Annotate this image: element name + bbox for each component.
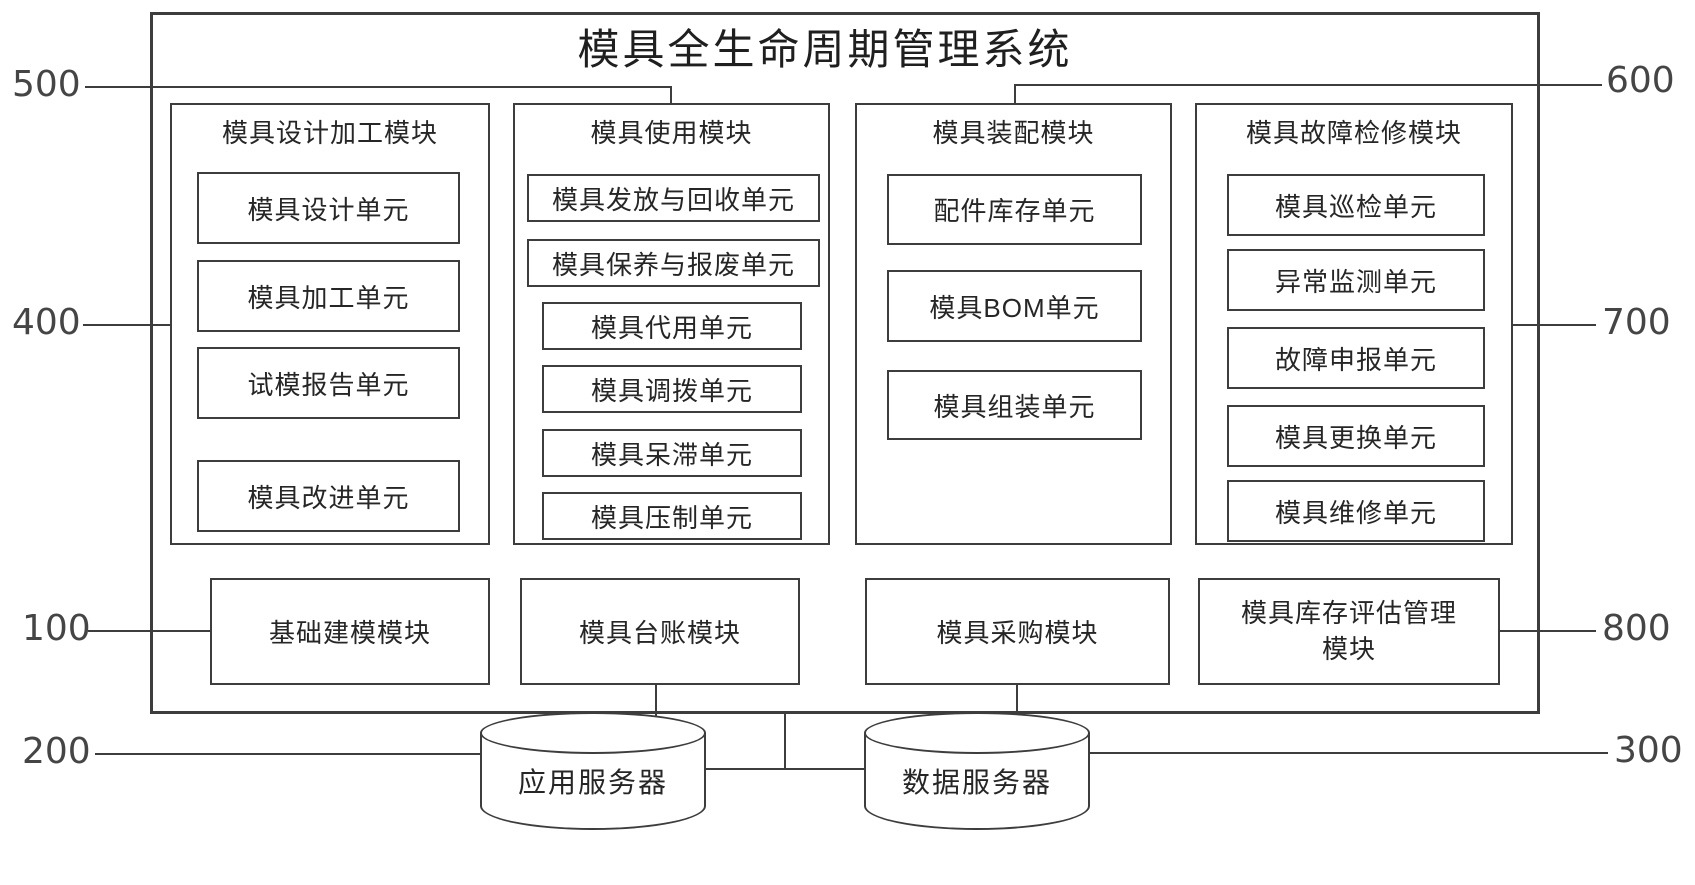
- bottom-module-procurement: 模具采购模块: [865, 578, 1170, 685]
- bottom-module-ledger: 模具台账模块: [520, 578, 800, 685]
- leader-line-800: [1498, 630, 1596, 632]
- diagram-title: 模具全生命周期管理系统: [577, 26, 1073, 73]
- unit-box: 模具加工单元: [197, 260, 460, 332]
- server-link-line: [700, 768, 870, 770]
- application-server-cylinder: 应用服务器: [480, 712, 706, 830]
- unit-box: 模具发放与回收单元: [527, 174, 820, 222]
- module-column-usage: 模具使用模块 模具发放与回收单元 模具保养与报废单元 模具代用单元 模具调拨单元…: [513, 103, 830, 545]
- unit-box: 模具巡检单元: [1227, 174, 1485, 236]
- leader-line-600: [1014, 84, 1602, 86]
- ref-label-500: 500: [12, 64, 81, 105]
- unit-box: 配件库存单元: [887, 174, 1142, 245]
- module-column-assembly: 模具装配模块 配件库存单元 模具BOM单元 模具组装单元: [855, 103, 1172, 545]
- leader-line-600-elbow: [1014, 84, 1016, 105]
- data-server-cylinder: 数据服务器: [864, 712, 1090, 830]
- module-column-design: 模具设计加工模块 模具设计单元 模具加工单元 试模报告单元 模具改进单元: [170, 103, 490, 545]
- ref-label-200: 200: [22, 731, 91, 772]
- ref-label-700: 700: [1602, 302, 1671, 343]
- server-label: 数据服务器: [901, 767, 1052, 798]
- leader-line-200: [95, 753, 657, 755]
- bottom-module-base-modeling: 基础建模模块: [210, 578, 490, 685]
- unit-box: 模具保养与报废单元: [527, 239, 820, 287]
- unit-box: 模具改进单元: [197, 460, 460, 532]
- leader-line-400: [83, 324, 172, 326]
- server-label: 应用服务器: [517, 767, 668, 798]
- ref-label-300: 300: [1614, 730, 1683, 771]
- cylinder-top-ellipse: [480, 712, 706, 754]
- system-to-servers-line: [784, 714, 786, 769]
- module-column-maintenance: 模具故障检修模块 模具巡检单元 异常监测单元 故障申报单元 模具更换单元 模具维…: [1195, 103, 1513, 545]
- unit-box: 模具呆滞单元: [542, 429, 802, 477]
- column-header: 模具装配模块: [932, 118, 1095, 148]
- unit-box: 异常监测单元: [1227, 249, 1485, 311]
- unit-box: 模具设计单元: [197, 172, 460, 244]
- unit-box: 故障申报单元: [1227, 327, 1485, 389]
- ref-label-600: 600: [1606, 60, 1675, 101]
- leader-line-500: [85, 86, 672, 88]
- leader-line-300: [1016, 752, 1608, 754]
- unit-box: 模具更换单元: [1227, 405, 1485, 467]
- system-boundary-box: [150, 12, 1540, 714]
- ref-label-800: 800: [1602, 608, 1671, 649]
- unit-box: 模具组装单元: [887, 370, 1142, 440]
- ref-label-400: 400: [12, 302, 81, 343]
- bottom-module-label: 模具库存评估管理模块: [1240, 598, 1457, 664]
- unit-box: 模具代用单元: [542, 302, 802, 350]
- leader-line-500-elbow: [670, 86, 672, 105]
- unit-box: 模具调拨单元: [542, 365, 802, 413]
- bottom-module-inventory-evaluation: 模具库存评估管理模块: [1198, 578, 1500, 685]
- column-header: 模具使用模块: [590, 118, 753, 148]
- cylinder-top-ellipse: [864, 712, 1090, 754]
- unit-box: 试模报告单元: [197, 347, 460, 419]
- column-header: 模具故障检修模块: [1245, 118, 1462, 148]
- unit-box: 模具BOM单元: [887, 270, 1142, 342]
- unit-box: 模具压制单元: [542, 492, 802, 540]
- leader-line-700: [1511, 324, 1596, 326]
- ref-label-100: 100: [22, 608, 91, 649]
- unit-box: 模具维修单元: [1227, 480, 1485, 542]
- column-header: 模具设计加工模块: [221, 118, 438, 148]
- leader-line-100: [88, 630, 212, 632]
